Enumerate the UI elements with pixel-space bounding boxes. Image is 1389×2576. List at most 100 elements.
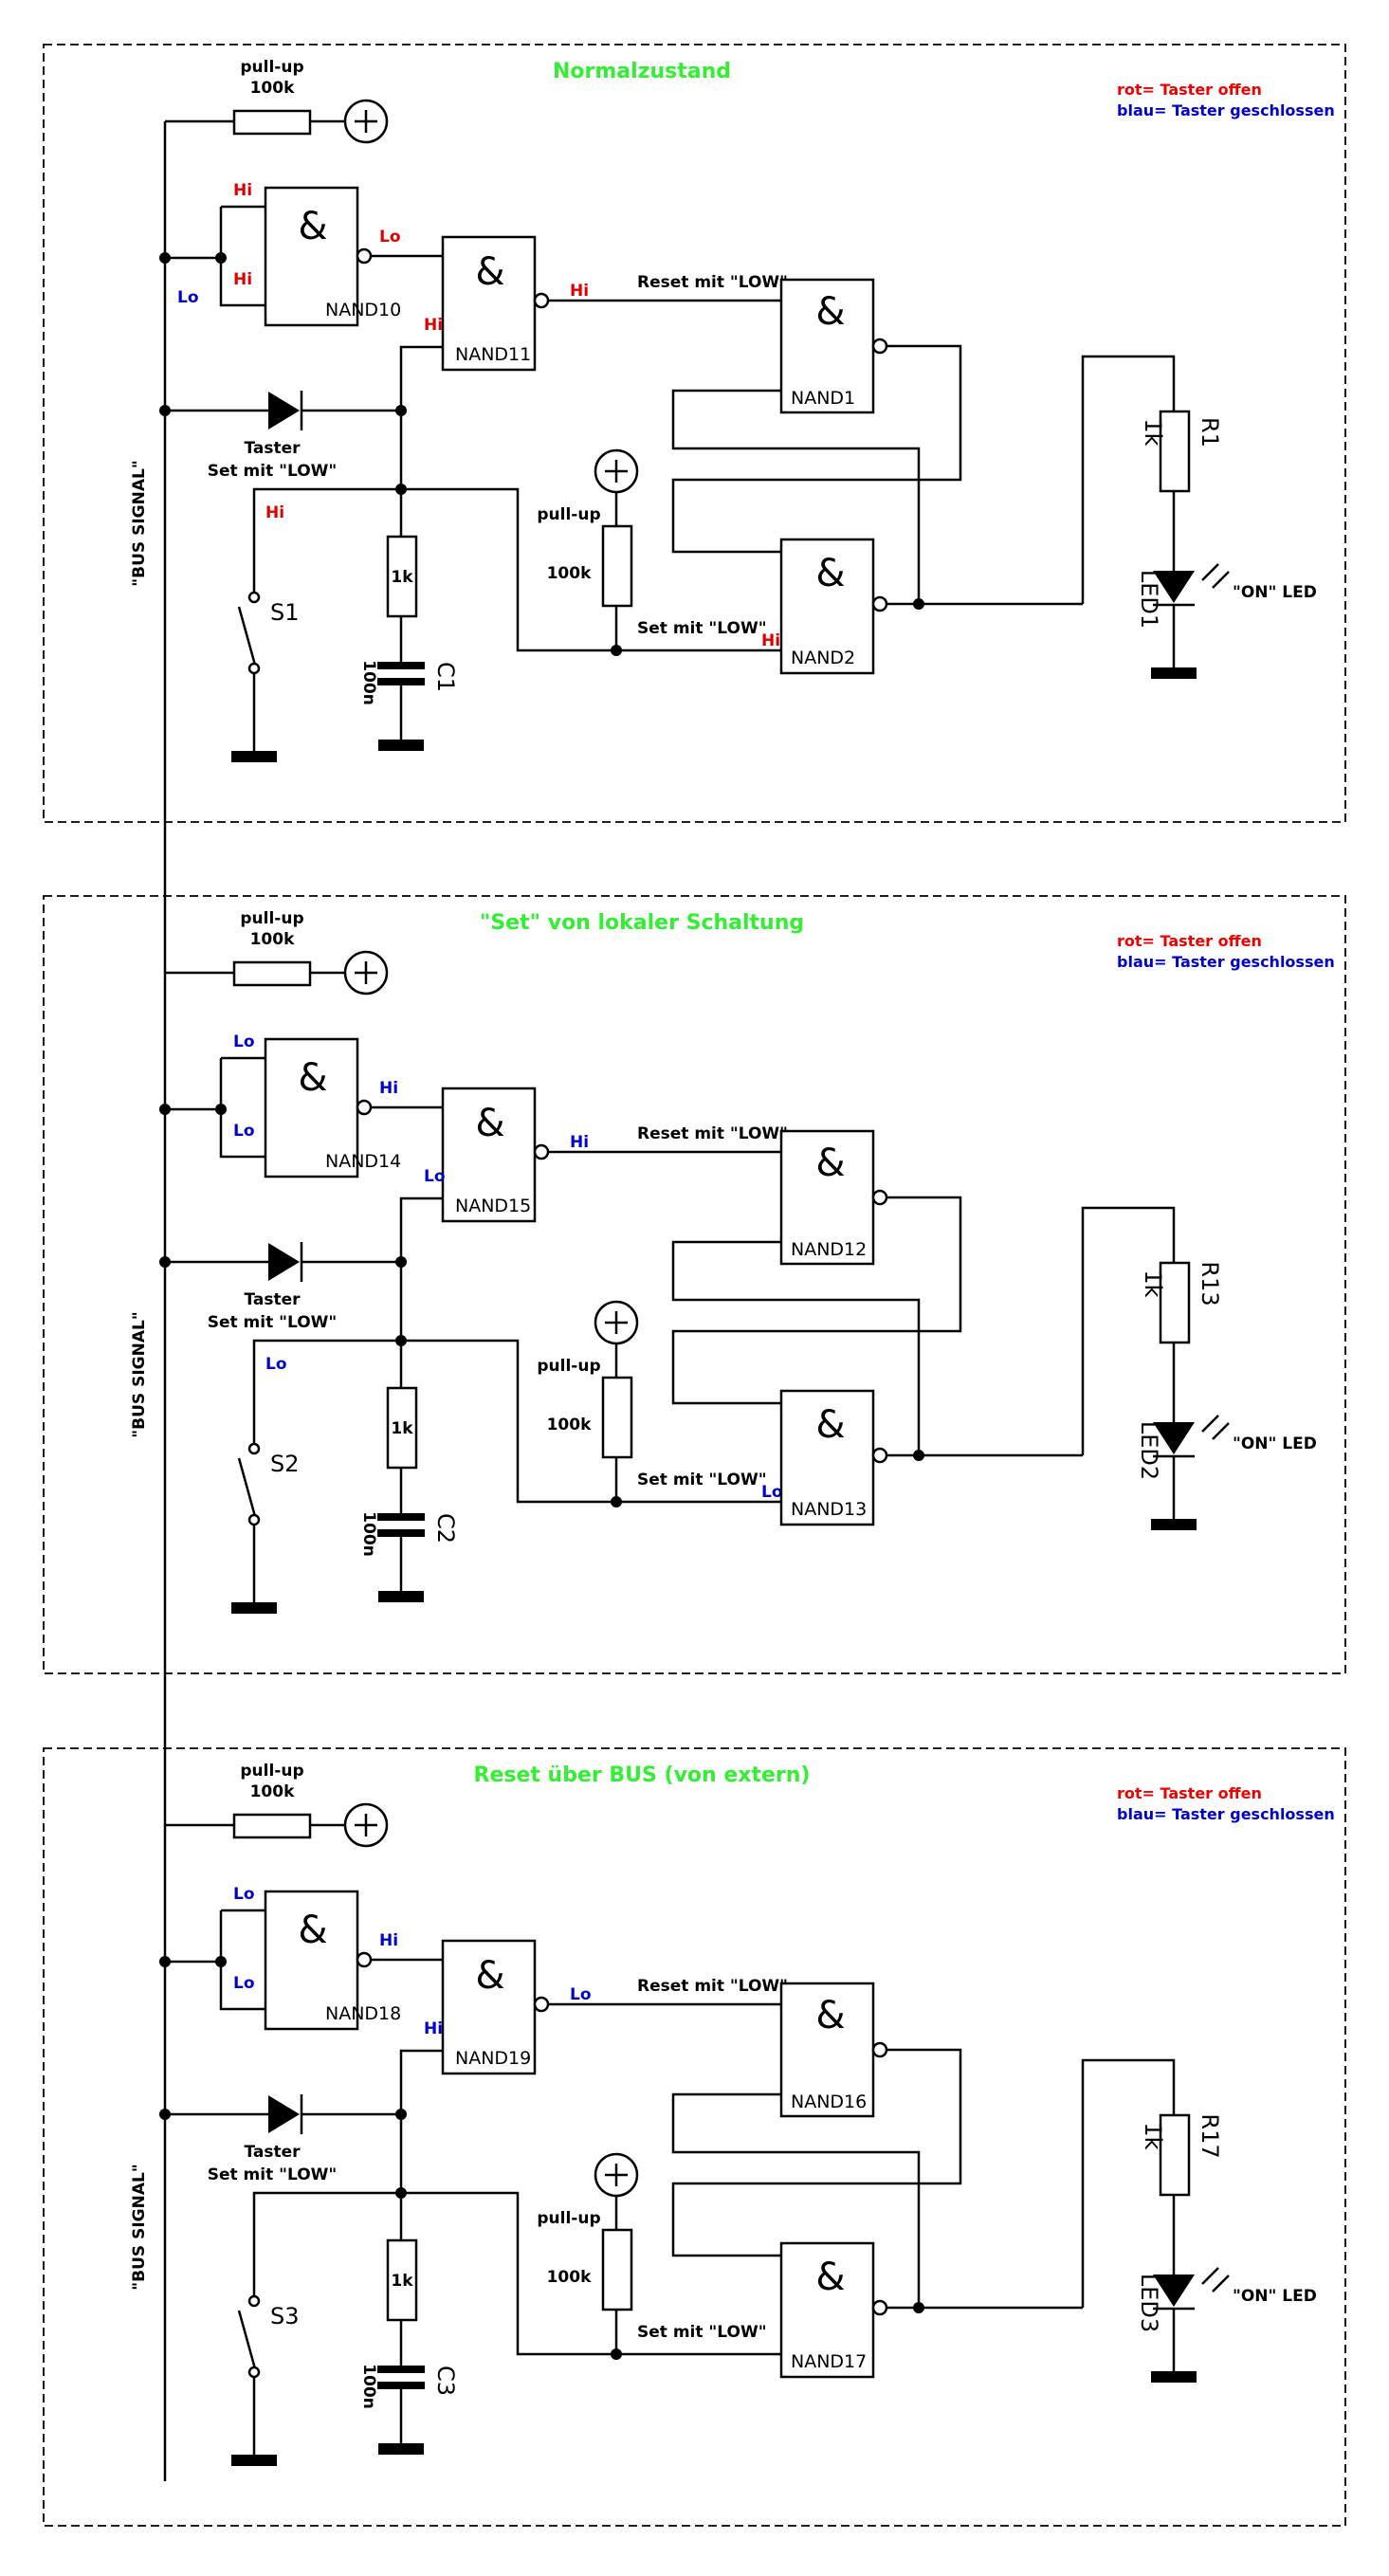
set-label: Set mit "LOW": [208, 1313, 338, 1332]
inverter-bubble: [356, 1951, 373, 1968]
inverter-bubble: [356, 1099, 373, 1116]
resistor-value: 100k: [547, 564, 592, 583]
switch-blade: [237, 606, 258, 669]
resistor-value: 1k: [1140, 418, 1166, 446]
nand-label-a: NAND18: [325, 2003, 401, 2024]
nand-label-a: NAND10: [325, 300, 401, 320]
switch-label: S1: [270, 599, 300, 626]
nand-gate-d: [779, 1389, 875, 1526]
nand-label-a: NAND14: [325, 1151, 401, 1172]
ground-icon: [1151, 667, 1197, 679]
nand-symbol: &: [298, 205, 327, 248]
resistor-label: R13: [1197, 1261, 1223, 1306]
pullup-label: pull-up: [537, 2209, 600, 2228]
logic-state-label: Lo: [233, 1974, 255, 1993]
section-frame: [43, 44, 1346, 823]
nand-symbol: &: [815, 1994, 845, 2037]
bus-signal-label: "BUS SIGNAL": [130, 2164, 149, 2290]
resistor-value: 100k: [250, 930, 295, 949]
inverter-bubble: [871, 2041, 888, 2058]
wire: [671, 1196, 962, 1405]
ground-icon: [378, 740, 424, 751]
resistor-value: 1k: [391, 2272, 413, 2291]
resistor-1k: [386, 535, 418, 618]
wire: [671, 2092, 921, 2308]
switch-contact: [247, 662, 261, 675]
nand-symbol: &: [298, 1056, 327, 1100]
nand-gate-b: [441, 1087, 537, 1223]
wire: [252, 1339, 401, 1443]
nand-symbol: &: [475, 1102, 504, 1145]
wire: [1081, 355, 1176, 604]
switch-contact: [247, 591, 261, 604]
nand-gate-d: [779, 538, 875, 675]
nand-symbol: &: [475, 1954, 504, 1998]
resistor-value: 1k: [391, 568, 413, 587]
pullup-label: pull-up: [240, 909, 303, 928]
capacitor-value: 100n: [359, 1511, 378, 1557]
section-3: Reset über BUS (von extern)rot= Taster o…: [43, 288, 1346, 2527]
nand-gate-b: [441, 235, 537, 372]
nand-label-c: NAND16: [791, 2092, 867, 2112]
legend-blue: blau= Taster geschlossen: [1117, 101, 1335, 119]
reset-label: Reset mit "LOW": [637, 1124, 788, 1143]
logic-state-label: Hi: [265, 503, 284, 522]
set-label: Set mit "LOW": [637, 1471, 767, 1489]
capacitor-plate: [377, 678, 425, 685]
led-label: LED1: [1136, 570, 1162, 629]
led-label: LED3: [1136, 2274, 1162, 2332]
wire: [219, 1910, 265, 2011]
nand-label-c: NAND12: [791, 1239, 867, 1260]
switch-label: S3: [270, 2303, 300, 2329]
set-label: Set mit "LOW": [637, 2323, 767, 2342]
resistor-value: 1k: [1140, 2122, 1166, 2149]
resistor-value: 100k: [250, 1782, 295, 1801]
nand-label-d: NAND17: [791, 2351, 867, 2372]
wire: [1081, 2058, 1176, 2308]
set-label: Set mit "LOW": [208, 2165, 338, 2184]
led-icon: [1153, 2275, 1195, 2307]
pullup-resistor: [601, 2228, 633, 2311]
set-label: Set mit "LOW": [208, 462, 338, 481]
nand-symbol: &: [815, 552, 845, 595]
on-led-label: "ON" LED: [1233, 583, 1317, 602]
led-icon: [1153, 571, 1195, 603]
resistor-label: R17: [1197, 2113, 1223, 2158]
wire: [671, 2048, 962, 2257]
on-led-label: "ON" LED: [1233, 1434, 1317, 1453]
switch-blade: [237, 1457, 258, 1521]
nand-label-c: NAND1: [791, 388, 855, 409]
nand-symbol: &: [815, 1403, 845, 1447]
wire: [401, 1339, 781, 1504]
reset-label: Reset mit "LOW": [637, 273, 788, 292]
led-ray: [1201, 563, 1219, 581]
junction-dot: [913, 2302, 924, 2313]
capacitor-plate: [377, 1529, 425, 1537]
ground-icon: [231, 751, 277, 762]
nand-gate-a: [264, 186, 359, 327]
logic-state-label: Lo: [265, 1355, 287, 1374]
wire: [671, 389, 921, 604]
logic-state-label: Lo: [570, 1985, 592, 2004]
logic-state-label: Lo: [761, 1483, 783, 1502]
pullup-resistor: [232, 1813, 312, 1839]
logic-state-label: Lo: [379, 228, 401, 247]
nand-gate-d: [779, 2241, 875, 2379]
ground-icon: [378, 2443, 424, 2455]
led-ray: [1201, 1415, 1219, 1433]
inverter-bubble: [533, 1143, 550, 1160]
led-ray: [1212, 1422, 1230, 1440]
capacitor-value: 100n: [359, 660, 378, 705]
wire: [399, 2049, 443, 2114]
reset-label: Reset mit "LOW": [637, 1977, 788, 1996]
section-title: Normalzustand: [553, 60, 731, 83]
led-ray: [1201, 2267, 1219, 2285]
inverter-bubble: [871, 338, 888, 355]
led-ray: [1212, 2275, 1230, 2293]
logic-state-label: Hi: [570, 1133, 589, 1152]
pullup-label: pull-up: [537, 505, 600, 524]
on-led-label: "ON" LED: [1233, 2287, 1317, 2306]
nand-symbol: &: [475, 250, 504, 294]
